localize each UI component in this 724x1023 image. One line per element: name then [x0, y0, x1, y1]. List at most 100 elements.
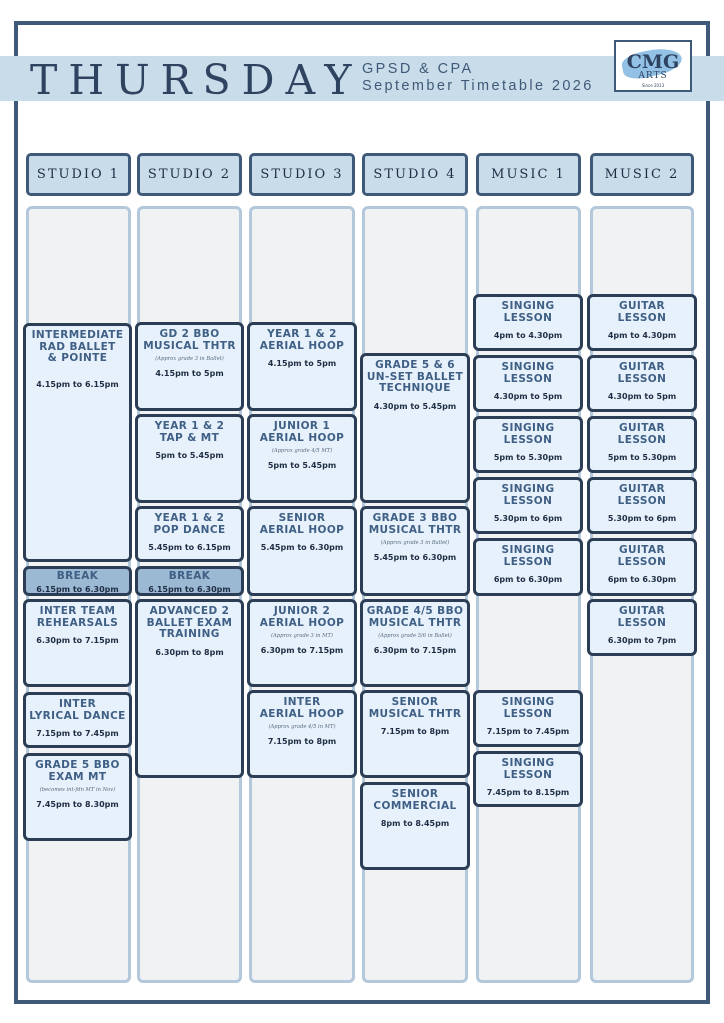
class-block[interactable]: YEAR 1 & 2 AERIAL HOOP 4.15pm to 5pm [247, 322, 357, 411]
class-block[interactable]: SINGING LESSON 5pm to 5.30pm [473, 416, 583, 473]
class-block[interactable]: GUITAR LESSON 5.30pm to 6pm [587, 477, 697, 534]
class-block[interactable]: SENIOR COMMERCIAL 8pm to 8.45pm [360, 782, 470, 870]
class-block[interactable]: SENIOR AERIAL HOOP 5.45pm to 6.30pm [247, 506, 357, 596]
class-block[interactable]: GUITAR LESSON 6pm to 6.30pm [587, 538, 697, 596]
class-time: 4.15pm to 5pm [155, 369, 224, 378]
column-header-studio-4: STUDIO 4 [362, 153, 468, 196]
class-title: SENIOR MUSICAL THTR [368, 696, 462, 720]
class-block[interactable]: GUITAR LESSON 5pm to 5.30pm [587, 416, 697, 473]
class-time: 7.15pm to 7.45pm [486, 727, 570, 736]
class-block[interactable]: YEAR 1 & 2 POP DANCE 5.45pm to 6.15pm [135, 506, 244, 562]
class-time: 6pm to 6.30pm [493, 575, 563, 584]
class-time: 5.30pm to 6pm [493, 514, 563, 523]
column-header-music-2: MUSIC 2 [590, 153, 694, 196]
break-block: BREAK 6.15pm to 6.30pm [135, 566, 244, 596]
class-title: GD 2 BBO MUSICAL THTR [143, 328, 236, 352]
class-time: 4pm to 4.30pm [493, 331, 563, 340]
break-title: BREAK [56, 570, 99, 582]
class-block[interactable]: INTER TEAM REHEARSALS 6.30pm to 7.15pm [23, 599, 132, 687]
column-header-music-1: MUSIC 1 [476, 153, 581, 196]
class-title: GRADE 5 BBO EXAM MT [35, 759, 120, 783]
class-time: 5pm to 5.30pm [607, 453, 677, 462]
class-block[interactable]: GUITAR LESSON 4pm to 4.30pm [587, 294, 697, 351]
class-title: SINGING LESSON [501, 361, 555, 385]
class-block[interactable]: INTERMEDIATE RAD BALLET & POINTE 4.15pm … [23, 323, 132, 562]
column-header-studio-3: STUDIO 3 [249, 153, 355, 196]
header-band [0, 56, 724, 101]
class-time: 4.30pm to 5pm [607, 392, 677, 401]
class-title: JUNIOR 1 AERIAL HOOP [259, 420, 345, 444]
logo-text-arts: ARTS [638, 71, 668, 81]
class-block[interactable]: SINGING LESSON 6pm to 6.30pm [473, 538, 583, 596]
class-time: 4pm to 4.30pm [607, 331, 677, 340]
break-time: 6.15pm to 6.30pm [148, 584, 231, 594]
class-block[interactable]: SINGING LESSON 4.30pm to 5pm [473, 355, 583, 412]
class-block[interactable]: GRADE 3 BBO MUSICAL THTR (Approx grade 3… [360, 506, 470, 596]
class-block[interactable]: SINGING LESSON 5.30pm to 6pm [473, 477, 583, 534]
cmg-arts-logo: CMG ARTS Since 2013 [614, 40, 692, 92]
class-time: 5.30pm to 6pm [607, 514, 677, 523]
column-header-studio-2: STUDIO 2 [137, 153, 242, 196]
class-title: GUITAR LESSON [617, 605, 667, 629]
class-time: 6.30pm to 7.15pm [260, 646, 344, 655]
page-frame [14, 21, 710, 1004]
class-block[interactable]: GRADE 4/5 BBO MUSICAL THTR (Approx grade… [360, 599, 470, 687]
class-note: (Approx grade 5/6 in Ballet) [378, 633, 452, 639]
logo-text-since: Since 2013 [641, 83, 665, 88]
class-block[interactable]: JUNIOR 2 AERIAL HOOP (Approx grade 3 in … [247, 599, 357, 687]
class-title: SINGING LESSON [501, 696, 555, 720]
class-title: YEAR 1 & 2 AERIAL HOOP [259, 328, 345, 352]
column-header-studio-1: STUDIO 1 [26, 153, 131, 196]
class-note: (Approx grade 4/5 MT) [271, 448, 333, 454]
class-title: INTER TEAM REHEARSALS [36, 605, 119, 629]
break-block: BREAK 6.15pm to 6.30pm [23, 566, 132, 596]
class-block[interactable]: GD 2 BBO MUSICAL THTR (Approx grade 3 in… [135, 322, 244, 411]
class-title: SENIOR AERIAL HOOP [259, 512, 345, 536]
class-title: GUITAR LESSON [617, 300, 667, 324]
page-title: THURSDAY [30, 56, 363, 104]
class-block[interactable]: SINGING LESSON 7.45pm to 8.15pm [473, 751, 583, 807]
class-title: SINGING LESSON [501, 422, 555, 446]
class-block[interactable]: GRADE 5 & 6 UN-SET BALLET TECHNIQUE 4.30… [360, 353, 470, 503]
class-time: 5.45pm to 6.30pm [373, 553, 457, 562]
class-title: SINGING LESSON [501, 300, 555, 324]
class-note: (becomes int-fdn MT in Nov) [39, 787, 116, 793]
class-time: 4.15pm to 6.15pm [36, 379, 119, 389]
class-note: (Approx grade 3 in Ballet) [155, 356, 224, 362]
class-title: YEAR 1 & 2 POP DANCE [153, 512, 226, 536]
class-time: 5pm to 5.45pm [267, 461, 337, 470]
class-time: 6.30pm to 8pm [155, 647, 224, 657]
class-block[interactable]: GRADE 5 BBO EXAM MT (becomes int-fdn MT … [23, 753, 132, 841]
class-title: GRADE 4/5 BBO MUSICAL THTR [366, 605, 464, 629]
break-time: 6.15pm to 6.30pm [36, 584, 119, 594]
class-block[interactable]: GUITAR LESSON 4.30pm to 5pm [587, 355, 697, 412]
class-title: INTERMEDIATE RAD BALLET & POINTE [31, 329, 124, 364]
logo-text-cmg: CMG [626, 51, 680, 73]
class-title: INTER LYRICAL DANCE [29, 698, 126, 722]
class-block[interactable]: ADVANCED 2 BALLET EXAM TRAINING 6.30pm t… [135, 599, 244, 778]
class-time: 5.45pm to 6.15pm [148, 543, 231, 552]
class-block[interactable]: SINGING LESSON 7.15pm to 7.45pm [473, 690, 583, 747]
class-block[interactable]: JUNIOR 1 AERIAL HOOP (Approx grade 4/5 M… [247, 414, 357, 503]
class-time: 7.45pm to 8.30pm [36, 800, 119, 809]
class-title: GUITAR LESSON [617, 544, 667, 568]
class-block[interactable]: SINGING LESSON 4pm to 4.30pm [473, 294, 583, 351]
class-time: 5.45pm to 6.30pm [260, 543, 344, 552]
class-block[interactable]: SENIOR MUSICAL THTR 7.15pm to 8pm [360, 690, 470, 778]
class-block[interactable]: GUITAR LESSON 6.30pm to 7pm [587, 599, 697, 656]
class-time: 8pm to 8.45pm [380, 819, 450, 828]
class-title: JUNIOR 2 AERIAL HOOP [259, 605, 345, 629]
class-time: 4.30pm to 5pm [493, 392, 563, 401]
class-time: 6.30pm to 7.15pm [36, 636, 119, 645]
class-title: YEAR 1 & 2 TAP & MT [154, 420, 225, 444]
class-title: ADVANCED 2 BALLET EXAM TRAINING [146, 605, 233, 640]
class-time: 4.30pm to 5.45pm [373, 401, 457, 411]
class-title: GRADE 5 & 6 UN-SET BALLET TECHNIQUE [366, 359, 464, 394]
header-subtitle: GPSD & CPA September Timetable 2026 [362, 61, 594, 95]
class-block[interactable]: INTER LYRICAL DANCE 7.15pm to 7.45pm [23, 692, 132, 748]
class-title: SINGING LESSON [501, 544, 555, 568]
class-block[interactable]: YEAR 1 & 2 TAP & MT 5pm to 5.45pm [135, 414, 244, 503]
class-time: 7.15pm to 7.45pm [36, 729, 119, 738]
class-note: (Approx grade 4/5 in MT) [268, 724, 336, 730]
class-block[interactable]: INTER AERIAL HOOP (Approx grade 4/5 in M… [247, 690, 357, 778]
